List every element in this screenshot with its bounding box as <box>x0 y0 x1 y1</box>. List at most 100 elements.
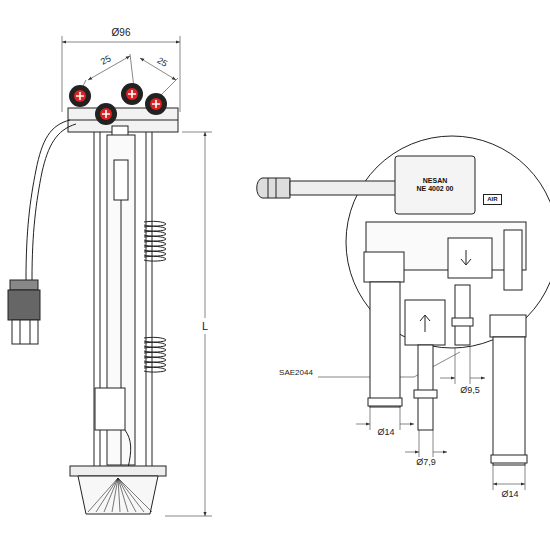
dimension-lines <box>433 430 434 458</box>
dimension-lines <box>470 378 485 379</box>
dimension-length: L <box>200 320 210 333</box>
sender-top-view <box>504 230 522 290</box>
connector-heads <box>102 110 110 118</box>
connector-heads <box>150 98 162 110</box>
dimension-lines <box>62 36 63 112</box>
sender-side-view <box>144 367 166 372</box>
sender-side-view <box>118 478 152 512</box>
sender-side-view <box>144 221 166 226</box>
sender-side-view <box>125 430 131 468</box>
connector-heads <box>152 100 160 108</box>
sender-side-view <box>88 478 118 512</box>
sender-side-view <box>144 362 166 367</box>
dimension-lines <box>130 54 134 88</box>
sender-top-view <box>455 285 470 345</box>
sender-top-view <box>395 156 475 214</box>
sender-top-view <box>257 136 550 465</box>
sender-side-view <box>104 478 118 512</box>
dimension-diameter: Ø7,9 <box>414 457 438 468</box>
sender-side-view <box>78 476 158 514</box>
plate-text: NE 4002 00 <box>417 185 454 193</box>
sender-side-view <box>118 478 144 512</box>
sender-top-view <box>493 337 525 465</box>
dimension-lines <box>205 334 206 516</box>
dimension-lines <box>493 465 494 490</box>
dimension-lines <box>356 424 370 425</box>
connector-heads <box>76 92 84 100</box>
connector-heads <box>76 90 160 118</box>
connector-heads <box>121 83 143 105</box>
dimension-lines <box>525 465 526 490</box>
sender-side-view <box>94 132 95 468</box>
dimension-lines <box>405 452 419 453</box>
sender-side-view <box>144 241 166 246</box>
sender-top-view <box>490 315 526 337</box>
dimension-lines <box>440 378 455 379</box>
dimension-lines <box>182 132 212 133</box>
sender-side-view <box>10 280 38 290</box>
sender-side-view <box>144 352 166 357</box>
sender-side-view <box>144 256 166 261</box>
sender-top-view <box>370 282 400 407</box>
sender-side-view <box>144 246 166 251</box>
sender-top-view <box>368 398 402 406</box>
sender-top-view <box>420 315 430 332</box>
sender-side-view <box>144 236 166 241</box>
sender-side-view <box>95 388 125 430</box>
connector-heads <box>95 103 117 125</box>
sender-top-view <box>276 178 277 198</box>
sender-side-view <box>144 251 166 256</box>
dimension-lines <box>370 405 371 430</box>
sender-top-view <box>448 238 492 278</box>
sender-side-view <box>88 478 152 512</box>
sender-top-view <box>405 300 445 345</box>
sender-side-view <box>12 320 38 344</box>
dimension-lines <box>400 405 401 430</box>
dimension-diameter: Ø96 <box>110 27 133 39</box>
dimension-lines <box>419 430 420 458</box>
plate-text: NESAN <box>417 177 454 185</box>
air-tag: AIR <box>483 194 502 205</box>
sender-side-view <box>144 347 166 352</box>
dimension-lines <box>400 424 414 425</box>
dimension-lines <box>160 78 178 96</box>
dimension-lines <box>205 132 206 318</box>
dimension-lines <box>62 36 525 516</box>
sender-side-view <box>144 221 166 372</box>
standard-callout: SAE2044 <box>277 368 315 378</box>
sender-top-view <box>414 390 437 398</box>
sender-side-view <box>144 226 166 231</box>
connector-heads <box>69 83 167 125</box>
dimension-lines <box>62 42 180 43</box>
sender-top-view <box>257 178 290 198</box>
sender-side-view <box>144 357 166 362</box>
sender-side-view <box>118 478 136 512</box>
label-plate: NESANNE 4002 00 <box>414 176 457 195</box>
sender-top-view <box>452 318 473 326</box>
connector-heads <box>145 93 167 115</box>
sender-side-view <box>114 160 128 200</box>
sender-side-view <box>144 231 166 236</box>
connector-heads <box>69 85 91 107</box>
connector-heads <box>128 90 136 98</box>
dimension-lines <box>493 484 525 485</box>
dimension-diameter: Ø14 <box>499 489 520 500</box>
sender-side-view <box>152 132 153 468</box>
sender-side-view <box>144 337 166 342</box>
plate-text: AIR <box>487 196 498 203</box>
sender-side-view <box>8 108 178 514</box>
sender-top-view <box>418 345 433 430</box>
sender-side-view <box>20 320 21 344</box>
connector-heads <box>74 90 86 102</box>
sender-side-view <box>112 478 118 512</box>
sender-side-view <box>146 132 147 468</box>
sender-top-view <box>268 178 269 198</box>
connector-heads <box>126 88 138 100</box>
sender-side-view <box>68 120 178 121</box>
sender-top-view <box>290 181 398 195</box>
dimension-lines <box>180 36 181 112</box>
sender-top-view <box>491 455 527 463</box>
dimension-lines <box>433 452 447 453</box>
